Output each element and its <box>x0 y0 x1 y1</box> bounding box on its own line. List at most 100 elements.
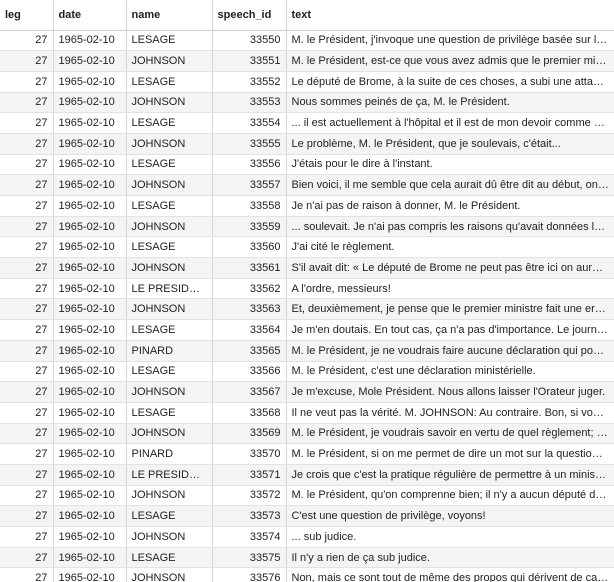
cell-leg: 27 <box>0 485 54 507</box>
cell-leg: 27 <box>0 92 54 114</box>
cell-date: 1965-02-10 <box>53 381 127 403</box>
cell-name: JOHNSON <box>126 381 213 403</box>
cell-date: 1965-02-10 <box>53 257 127 279</box>
cell-leg: 27 <box>0 402 54 424</box>
cell-speech-id: 33561 <box>212 257 287 279</box>
cell-date: 1965-02-10 <box>53 195 127 217</box>
cell-name: LE PRESIDENT <box>126 464 213 486</box>
cell-speech-id: 33575 <box>212 547 287 569</box>
cell-date: 1965-02-10 <box>53 423 127 445</box>
cell-speech-id: 33569 <box>212 423 287 445</box>
cell-speech-id: 33560 <box>212 236 287 259</box>
cell-leg: 27 <box>0 257 54 279</box>
cell-text: Bien voici, il me semble que cela aurait… <box>286 174 614 196</box>
cell-text: Il n'y a rien de ça sub judice. <box>286 547 614 569</box>
cell-date: 1965-02-10 <box>53 174 127 196</box>
cell-leg: 27 <box>0 236 54 259</box>
table-header: leg date name speech_id text <box>0 0 614 31</box>
cell-leg: 27 <box>0 278 54 300</box>
cell-text: Je n'ai pas de raison à donner, M. le Pr… <box>286 195 614 217</box>
cell-speech-id: 33562 <box>212 278 287 300</box>
cell-speech-id: 33572 <box>212 485 287 507</box>
cell-text: Et, deuxièmement, je pense que le premie… <box>286 298 614 321</box>
cell-name: PINARD <box>126 443 213 465</box>
cell-text: M. le Président, j'invoque une question … <box>286 30 614 52</box>
cell-text: Je m'en doutais. En tout cas, ça n'a pas… <box>286 319 614 341</box>
cell-leg: 27 <box>0 50 54 72</box>
cell-name: JOHNSON <box>126 174 213 196</box>
cell-speech-id: 33551 <box>212 50 287 72</box>
cell-text: ... il est actuellement à l'hôpital et i… <box>286 112 614 134</box>
cell-speech-id: 33559 <box>212 216 287 238</box>
column-header-date[interactable]: date <box>53 0 127 31</box>
column-header-speech-id[interactable]: speech_id <box>212 0 287 31</box>
cell-leg: 27 <box>0 547 54 569</box>
cell-speech-id: 33567 <box>212 381 287 403</box>
cell-date: 1965-02-10 <box>53 298 127 321</box>
cell-name: JOHNSON <box>126 216 213 238</box>
cell-date: 1965-02-10 <box>53 154 127 176</box>
cell-name: LESAGE <box>126 236 213 259</box>
cell-date: 1965-02-10 <box>53 92 127 114</box>
cell-name: JOHNSON <box>126 567 213 582</box>
cell-name: JOHNSON <box>126 92 213 114</box>
cell-text: M. le Président, c'est une déclaration m… <box>286 361 614 383</box>
cell-text: Je crois que c'est la pratique régulière… <box>286 464 614 486</box>
column-header-text[interactable]: text <box>286 0 614 31</box>
cell-speech-id: 33566 <box>212 361 287 383</box>
cell-date: 1965-02-10 <box>53 526 127 548</box>
cell-name: LE PRESIDENT <box>126 278 213 300</box>
cell-name: LESAGE <box>126 154 213 176</box>
cell-leg: 27 <box>0 195 54 217</box>
cell-speech-id: 33554 <box>212 112 287 134</box>
cell-date: 1965-02-10 <box>53 112 127 134</box>
column-header-leg[interactable]: leg <box>0 0 54 31</box>
cell-date: 1965-02-10 <box>53 30 127 52</box>
cell-text: Je m'excuse, Mole Président. Nous allons… <box>286 381 614 403</box>
cell-name: JOHNSON <box>126 298 213 321</box>
cell-leg: 27 <box>0 340 54 362</box>
cell-name: LESAGE <box>126 402 213 424</box>
cell-date: 1965-02-10 <box>53 547 127 569</box>
cell-name: JOHNSON <box>126 485 213 507</box>
cell-leg: 27 <box>0 216 54 238</box>
cell-text: Le député de Brome, à la suite de ces ch… <box>286 71 614 93</box>
cell-text: Le problème, M. le Président, que je sou… <box>286 133 614 155</box>
cell-name: LESAGE <box>126 71 213 93</box>
cell-text: Nous sommes peinés de ça, M. le Présiden… <box>286 92 614 114</box>
cell-name: LESAGE <box>126 112 213 134</box>
column-header-name[interactable]: name <box>126 0 213 31</box>
cell-date: 1965-02-10 <box>53 402 127 424</box>
cell-text: Il ne veut pas la vérité. M. JOHNSON: Au… <box>286 402 614 424</box>
cell-speech-id: 33573 <box>212 505 287 527</box>
cell-speech-id: 33576 <box>212 567 287 582</box>
